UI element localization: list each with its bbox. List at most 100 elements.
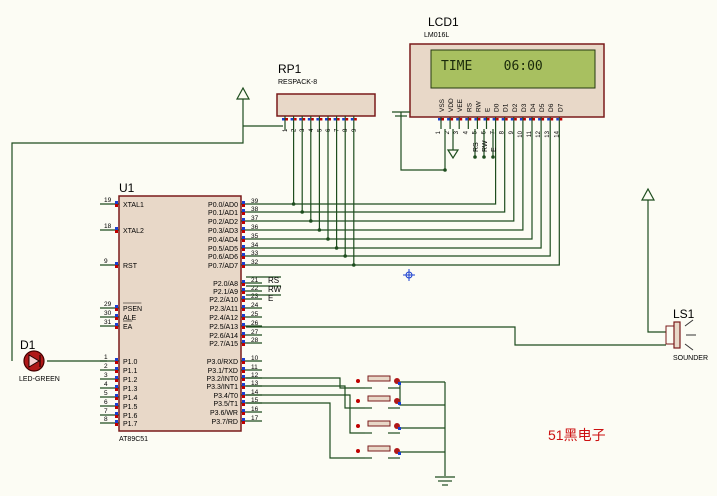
pin-marker-blue bbox=[447, 118, 450, 121]
rp-pin-number: 3 bbox=[300, 128, 306, 132]
pin-marker-blue bbox=[115, 367, 118, 370]
rp-body bbox=[276, 93, 376, 117]
mcu-pin-name: P3.5/T1 bbox=[213, 401, 238, 408]
power-symbols bbox=[235, 86, 656, 486]
push-button[interactable] bbox=[356, 375, 401, 389]
pin-marker-red bbox=[242, 395, 245, 398]
rp-pin-number: 7 bbox=[335, 128, 341, 132]
bus-line-p0 bbox=[262, 129, 506, 213]
pin-marker-red bbox=[242, 221, 245, 224]
power-arrow-down-icon bbox=[446, 149, 460, 160]
button-group bbox=[356, 375, 401, 459]
bus-line-p0 bbox=[262, 129, 542, 249]
pin-marker-blue bbox=[242, 253, 245, 256]
sounder-magnet bbox=[665, 325, 675, 345]
pin-marker-blue bbox=[242, 392, 245, 395]
pin-marker-red bbox=[242, 239, 245, 242]
mcu-pin-number: 12 bbox=[251, 372, 259, 379]
lcd-component[interactable]: LCD1 LM016L TIME 06:00 VSS1VDD2VEE3RS4RW… bbox=[409, 15, 605, 138]
pin-marker-blue bbox=[456, 118, 459, 121]
pin-marker-blue bbox=[115, 305, 118, 308]
pin-marker-blue bbox=[290, 118, 294, 121]
lcd-pin-number: 11 bbox=[527, 130, 533, 137]
pin-marker-blue bbox=[242, 227, 245, 230]
mcu-pin-name: P1.1 bbox=[123, 368, 138, 375]
mcu-pin-name: P0.4/AD4 bbox=[208, 237, 238, 244]
rp-pin-number: 4 bbox=[309, 128, 315, 132]
mcu-pin-name: P3.0/RXD bbox=[207, 359, 238, 366]
mcu-component[interactable]: U1 AT89C51 19XTAL118XTAL29RST29PSEN30ALE… bbox=[100, 181, 262, 443]
mcu-pin-number: 11 bbox=[251, 364, 258, 371]
led-component[interactable]: D1 LED-GREEN bbox=[19, 338, 60, 383]
lcd-pin-number: 14 bbox=[554, 130, 560, 137]
rp-pin-number: 6 bbox=[326, 128, 332, 132]
pin-marker-red bbox=[302, 118, 306, 121]
sounder-ref-label: LS1 bbox=[673, 307, 695, 321]
pin-marker-blue bbox=[282, 118, 285, 121]
push-button[interactable] bbox=[356, 395, 401, 409]
pin-marker-red bbox=[242, 335, 245, 338]
button-cap bbox=[367, 395, 391, 402]
pin-marker-red bbox=[115, 361, 118, 364]
pin-marker-blue bbox=[115, 385, 118, 388]
pin-marker-blue bbox=[242, 358, 245, 361]
mcu-pin-number: 27 bbox=[251, 329, 259, 336]
pin-marker-blue bbox=[242, 418, 245, 421]
pin-marker-red bbox=[487, 118, 490, 121]
lcd-pin-number: 9 bbox=[509, 130, 515, 134]
pin-marker-blue bbox=[242, 323, 245, 326]
pin-marker-red bbox=[345, 118, 349, 121]
pin-marker-blue bbox=[242, 305, 245, 308]
mcu-pin-name: P2.4/A12 bbox=[209, 315, 238, 322]
lcd-net-labels: RS RW E bbox=[473, 140, 498, 152]
junction-dot bbox=[300, 210, 305, 214]
button-cap bbox=[367, 445, 391, 452]
wire-group bbox=[11, 99, 666, 476]
mcu-pin-number: 24 bbox=[251, 302, 259, 309]
power-arrow-icon bbox=[235, 86, 251, 100]
pin-marker-red bbox=[477, 118, 481, 121]
mcu-pin-number: 34 bbox=[251, 242, 259, 249]
pin-marker-red bbox=[115, 326, 118, 329]
mcu-pin-name: P1.3 bbox=[123, 386, 138, 393]
wire-btn1 bbox=[246, 377, 365, 389]
pin-marker-red bbox=[115, 370, 118, 373]
lcd-pin-number: 4 bbox=[463, 130, 469, 134]
pin-marker-red bbox=[550, 118, 554, 121]
mcu-pin-number: 33 bbox=[251, 250, 259, 257]
pin-marker-red bbox=[115, 317, 118, 320]
pin-marker-red bbox=[328, 118, 331, 121]
pin-marker-red bbox=[319, 118, 323, 121]
pin-marker-red bbox=[242, 386, 245, 389]
pin-marker-red bbox=[468, 118, 472, 121]
junction-dot bbox=[352, 263, 356, 267]
mcu-pin-number: 23 bbox=[251, 293, 259, 300]
lcd-pin-name: D0 bbox=[494, 103, 501, 112]
pin-marker-red bbox=[242, 291, 245, 294]
pin-marker-red bbox=[242, 378, 245, 381]
lcd-pin-number: 10 bbox=[518, 130, 524, 137]
pin-marker-blue bbox=[333, 118, 337, 121]
pin-marker-red bbox=[505, 118, 508, 121]
wire-btn4 bbox=[246, 402, 365, 459]
pin-marker-blue bbox=[510, 118, 514, 121]
pin-marker-red bbox=[242, 283, 245, 286]
pin-marker-blue bbox=[242, 383, 245, 386]
mcu-pin-name: P3.1/TXD bbox=[208, 368, 238, 375]
lcd-pin-number: 2 bbox=[445, 130, 451, 134]
sounder-component[interactable]: LS1 SOUNDER bbox=[665, 307, 708, 362]
pin-marker-blue bbox=[242, 400, 245, 403]
lcd-pin-name: D6 bbox=[548, 103, 555, 112]
mcu-pin-name: P1.7 bbox=[123, 421, 138, 428]
lcd-pin-number: 3 bbox=[454, 130, 460, 134]
pin-marker-red bbox=[356, 424, 360, 428]
lcd-pin-name: RW bbox=[475, 100, 482, 112]
watermark-text: 51黑电子 bbox=[548, 427, 606, 443]
pin-marker-red bbox=[242, 248, 245, 251]
pin-marker-red bbox=[450, 118, 454, 121]
push-button[interactable] bbox=[356, 420, 401, 434]
push-button[interactable] bbox=[356, 445, 401, 459]
mcu-ref-label: U1 bbox=[119, 181, 135, 195]
